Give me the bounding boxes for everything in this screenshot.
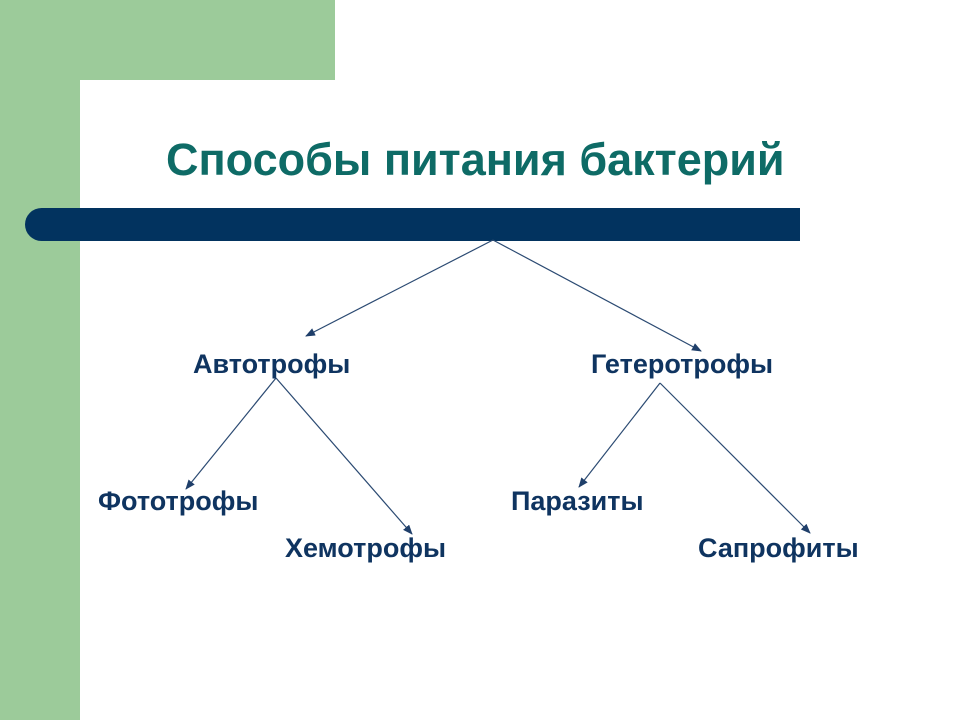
node-parasites: Паразиты xyxy=(511,486,644,516)
content-area-rounded-corner xyxy=(80,80,140,140)
node-heterotrophs: Гетеротрофы xyxy=(591,349,774,379)
arrow-heterotrophs-to-saprophytes xyxy=(659,382,811,534)
node-phototrophs: Фототрофы xyxy=(98,486,259,516)
title-underline-bar xyxy=(25,208,800,241)
node-chemotrophs: Хемотрофы xyxy=(285,533,446,563)
arrow-autotrophs-to-chemotrophs xyxy=(275,377,413,535)
decorative-green-strip-left xyxy=(0,0,80,720)
slide-title: Способы питания бактерий xyxy=(166,134,785,185)
node-autotrophs: Автотрофы xyxy=(193,349,351,379)
arrow-root-to-heterotrophs xyxy=(492,239,702,352)
node-saprophytes: Сапрофиты xyxy=(698,533,859,563)
arrow-autotrophs-to-phototrophs xyxy=(185,377,277,490)
arrow-root-to-autotrophs xyxy=(305,239,494,337)
arrow-heterotrophs-to-parasites xyxy=(578,382,661,488)
